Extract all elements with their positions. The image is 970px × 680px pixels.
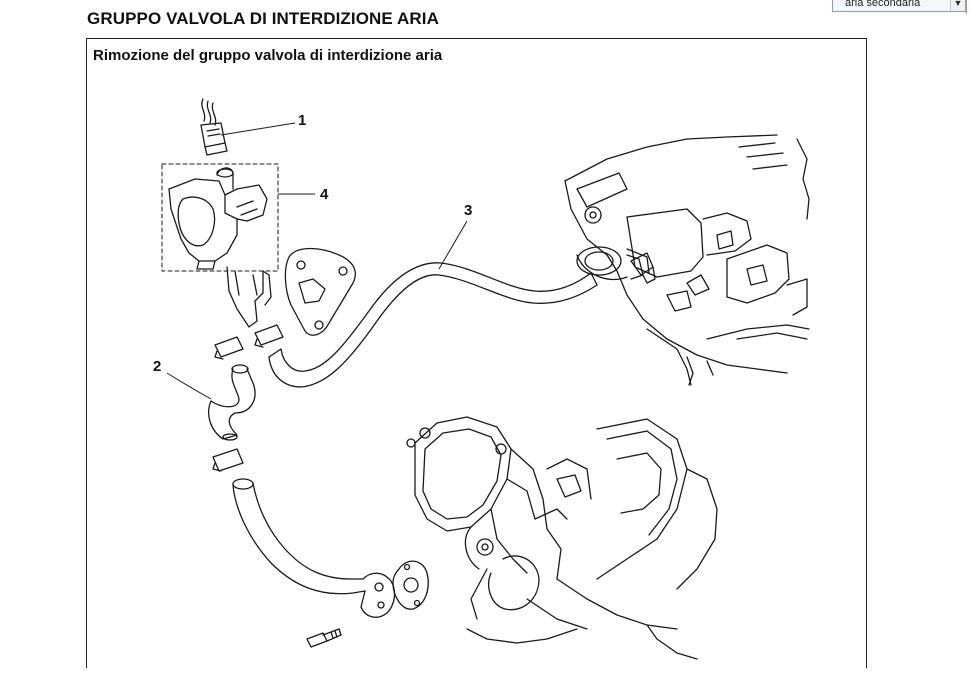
small-gasket [392,560,429,610]
dropdown-selected-value: aria secondaria [845,0,921,9]
callout-1: 1 [298,112,306,129]
hose-clamp-right [630,252,656,284]
hose-clamp-upper [214,324,284,360]
short-hose-part [208,364,256,441]
figure-frame: Rimozione del gruppo valvola di interdiz… [86,38,867,668]
leader-line-1 [220,122,296,136]
exploded-diagram: 1 4 3 2 [153,98,810,660]
gasket-plate [284,247,356,336]
air-cut-valve-part [168,167,268,270]
callout-4: 4 [320,186,329,203]
chevron-down-icon[interactable]: ▼ [950,0,965,11]
engine-upper-right [564,134,810,386]
leader-line-2 [166,372,212,400]
bolt-part [306,628,342,648]
callout-3: 3 [464,202,472,219]
dropdown-select[interactable]: aria secondaria ▼ [832,0,966,12]
figure-caption: Rimozione del gruppo valvola di interdiz… [93,47,443,64]
hose-clamp-lower [212,448,244,472]
long-hose-part [268,262,598,388]
callout-2: 2 [153,358,161,375]
valve-dashed-box [161,163,279,272]
mounting-bracket [226,266,272,328]
engine-lower-right [406,416,718,660]
scrollbar-edge[interactable] [966,0,970,14]
connector-part [200,98,228,156]
lower-pipe-part [232,478,396,618]
leader-line-3 [438,220,468,270]
page-title: GRUPPO VALVOLA DI INTERDIZIONE ARIA [87,9,440,28]
